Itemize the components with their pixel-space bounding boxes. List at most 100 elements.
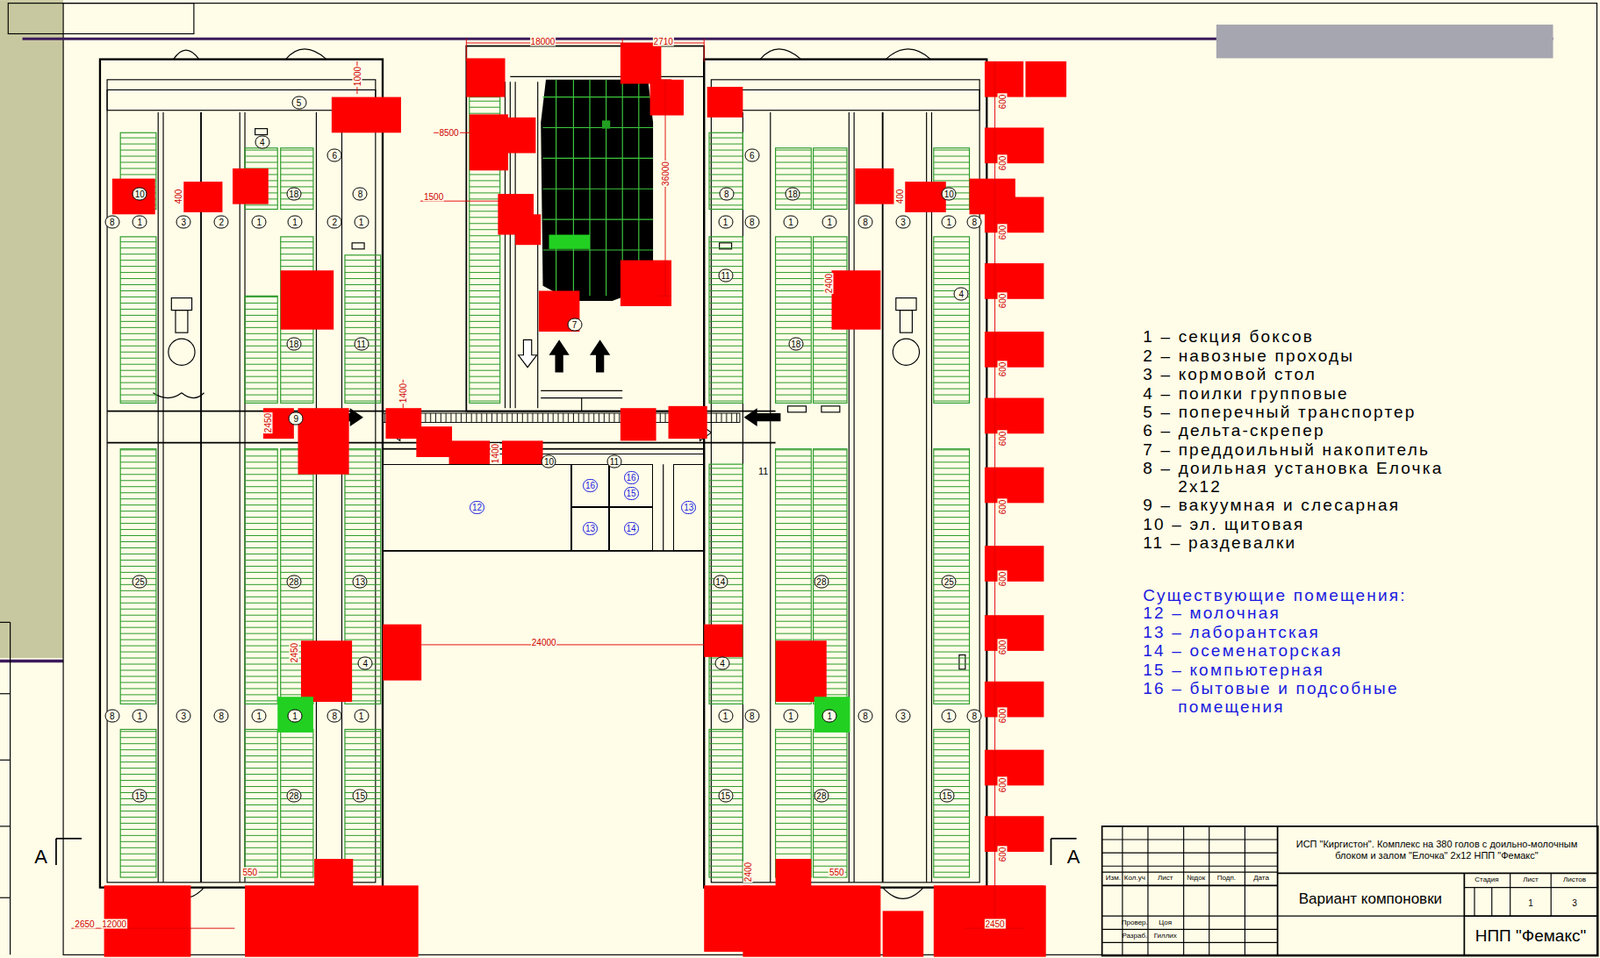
callout-number: 6 xyxy=(327,148,343,162)
dimension: 600 xyxy=(997,224,1007,242)
callout-number: 25 xyxy=(941,574,957,589)
callout-number: 8 xyxy=(352,186,368,201)
title-block-text: ИСП "Киргистон". Комплекс на 380 голов с… xyxy=(1280,839,1593,861)
room-box: 13 xyxy=(673,464,704,552)
callout-number: 15 xyxy=(939,789,955,803)
title-block-cell: Гиллих xyxy=(1154,932,1177,941)
dimension: 12000 xyxy=(100,919,128,930)
callout-number: 10 xyxy=(941,186,957,201)
room-box: 12 xyxy=(382,464,572,552)
callout-number: 18 xyxy=(286,337,302,351)
callout-number: 1 xyxy=(822,215,838,230)
dimension: 600 xyxy=(997,708,1007,725)
callout-number: 3 xyxy=(895,215,911,230)
dimension: 600 xyxy=(997,846,1007,864)
callout-number: 1 xyxy=(251,215,267,230)
title-block-cell: 1 xyxy=(1528,897,1534,908)
title-block-text: Вариант компоновки xyxy=(1298,891,1443,909)
section-mark: А xyxy=(1067,846,1081,869)
room-number: 12 xyxy=(469,501,485,515)
callout-number: 25 xyxy=(132,574,148,589)
dimension: 600 xyxy=(997,361,1007,379)
title-block-cell: Провер. xyxy=(1121,919,1148,928)
legend-line: 16 – бытовые и подсобные помещения xyxy=(1142,680,1468,718)
dimension: 600 xyxy=(997,155,1007,173)
callout-number: 8 xyxy=(857,215,873,230)
legend-line: 6 – дельта-скрепер xyxy=(1142,422,1326,441)
callout-number: 8 xyxy=(744,710,760,724)
legend-line: Существующие помещения: xyxy=(1142,587,1407,606)
callout-number: 2 xyxy=(214,215,230,230)
callout-number: 8 xyxy=(718,186,734,201)
legend-line: 8 – доильная установка Елочка 2х12 xyxy=(1142,459,1468,497)
callout-number: 1 xyxy=(132,215,148,230)
callout-number: 11 xyxy=(606,454,622,468)
dimension: 400 xyxy=(173,188,184,206)
callout-number: 1 xyxy=(783,710,799,724)
callout-number: 5 xyxy=(291,96,307,110)
title-block-cell: Листов xyxy=(1563,876,1586,885)
dimension: 8500 xyxy=(437,128,460,138)
room-box: 13 xyxy=(571,507,610,552)
title-block-cell: Цоя xyxy=(1158,919,1172,928)
callout-number: 3 xyxy=(176,215,192,230)
legend-line: 12 – молочная xyxy=(1142,604,1281,624)
callout-number: 10 xyxy=(132,186,148,201)
callout-number: 8 xyxy=(744,215,760,230)
section-mark: А xyxy=(34,846,48,869)
callout-number: 1 xyxy=(353,710,369,724)
callout-number: 3 xyxy=(895,710,911,724)
dimension: 24000 xyxy=(530,638,558,648)
callout-number: 1 xyxy=(286,710,302,724)
callout-number: 1 xyxy=(286,215,302,230)
callout-number: 1 xyxy=(941,215,957,230)
dimension: 600 xyxy=(997,777,1007,795)
callout-number: 3 xyxy=(176,710,192,724)
legend-line: 10 – эл. щитовая xyxy=(1142,516,1305,535)
dimension: 36000 xyxy=(660,160,671,187)
title-block-cell: Кол.уч xyxy=(1124,875,1146,883)
dimension: 2450 xyxy=(262,412,273,434)
title-block-cell: №док xyxy=(1186,875,1206,883)
legend-line: 13 – лаборантская xyxy=(1142,624,1321,643)
callout-number: 10 xyxy=(541,454,557,468)
callout-number: 8 xyxy=(327,710,343,724)
dimension: 600 xyxy=(997,293,1007,310)
dimension: 600 xyxy=(997,93,1007,111)
callout-number: 28 xyxy=(813,789,829,803)
dimension: 2400 xyxy=(824,272,834,295)
callout-number: 15 xyxy=(132,789,148,803)
legend-line: 14 – осеменаторская xyxy=(1142,642,1343,661)
callout-number: 11 xyxy=(353,337,369,351)
dimension: 2400 xyxy=(743,861,754,883)
callout-number: 28 xyxy=(286,574,302,589)
room-number: 13 xyxy=(681,501,696,515)
callout-number: 1 xyxy=(251,710,267,724)
room-number: 16 xyxy=(624,471,639,485)
dimension: 1400 xyxy=(398,381,409,403)
legend-line: 3 – кормовой стол xyxy=(1142,365,1317,385)
callout-number: 4 xyxy=(358,656,374,670)
callout-number: 8 xyxy=(967,215,983,230)
callout-number: 8 xyxy=(104,710,120,724)
callout-number: 9 xyxy=(288,411,304,425)
callout-number: 15 xyxy=(352,789,368,803)
callout-number: 1 xyxy=(941,710,957,724)
dimension: 550 xyxy=(242,868,259,878)
room-box: 16 xyxy=(571,464,610,508)
callout-number: 13 xyxy=(352,574,368,589)
legend-line: 9 – вакуумная и слесарная xyxy=(1142,496,1400,516)
title-block-cell: Стадия xyxy=(1474,876,1499,885)
dimension: 600 xyxy=(997,498,1007,516)
dimension: 1000 xyxy=(351,65,362,87)
room-box: 14 xyxy=(609,507,653,552)
callout-number: 14 xyxy=(712,574,728,589)
room-number: 14 xyxy=(624,522,639,536)
dimension: 600 xyxy=(997,430,1007,448)
title-block-cell: 3 xyxy=(1571,897,1578,908)
callout-number: 8 xyxy=(104,215,120,230)
callout-number: 2 xyxy=(327,215,343,230)
title-block-text: НПП "Фемакс" xyxy=(1475,927,1586,947)
